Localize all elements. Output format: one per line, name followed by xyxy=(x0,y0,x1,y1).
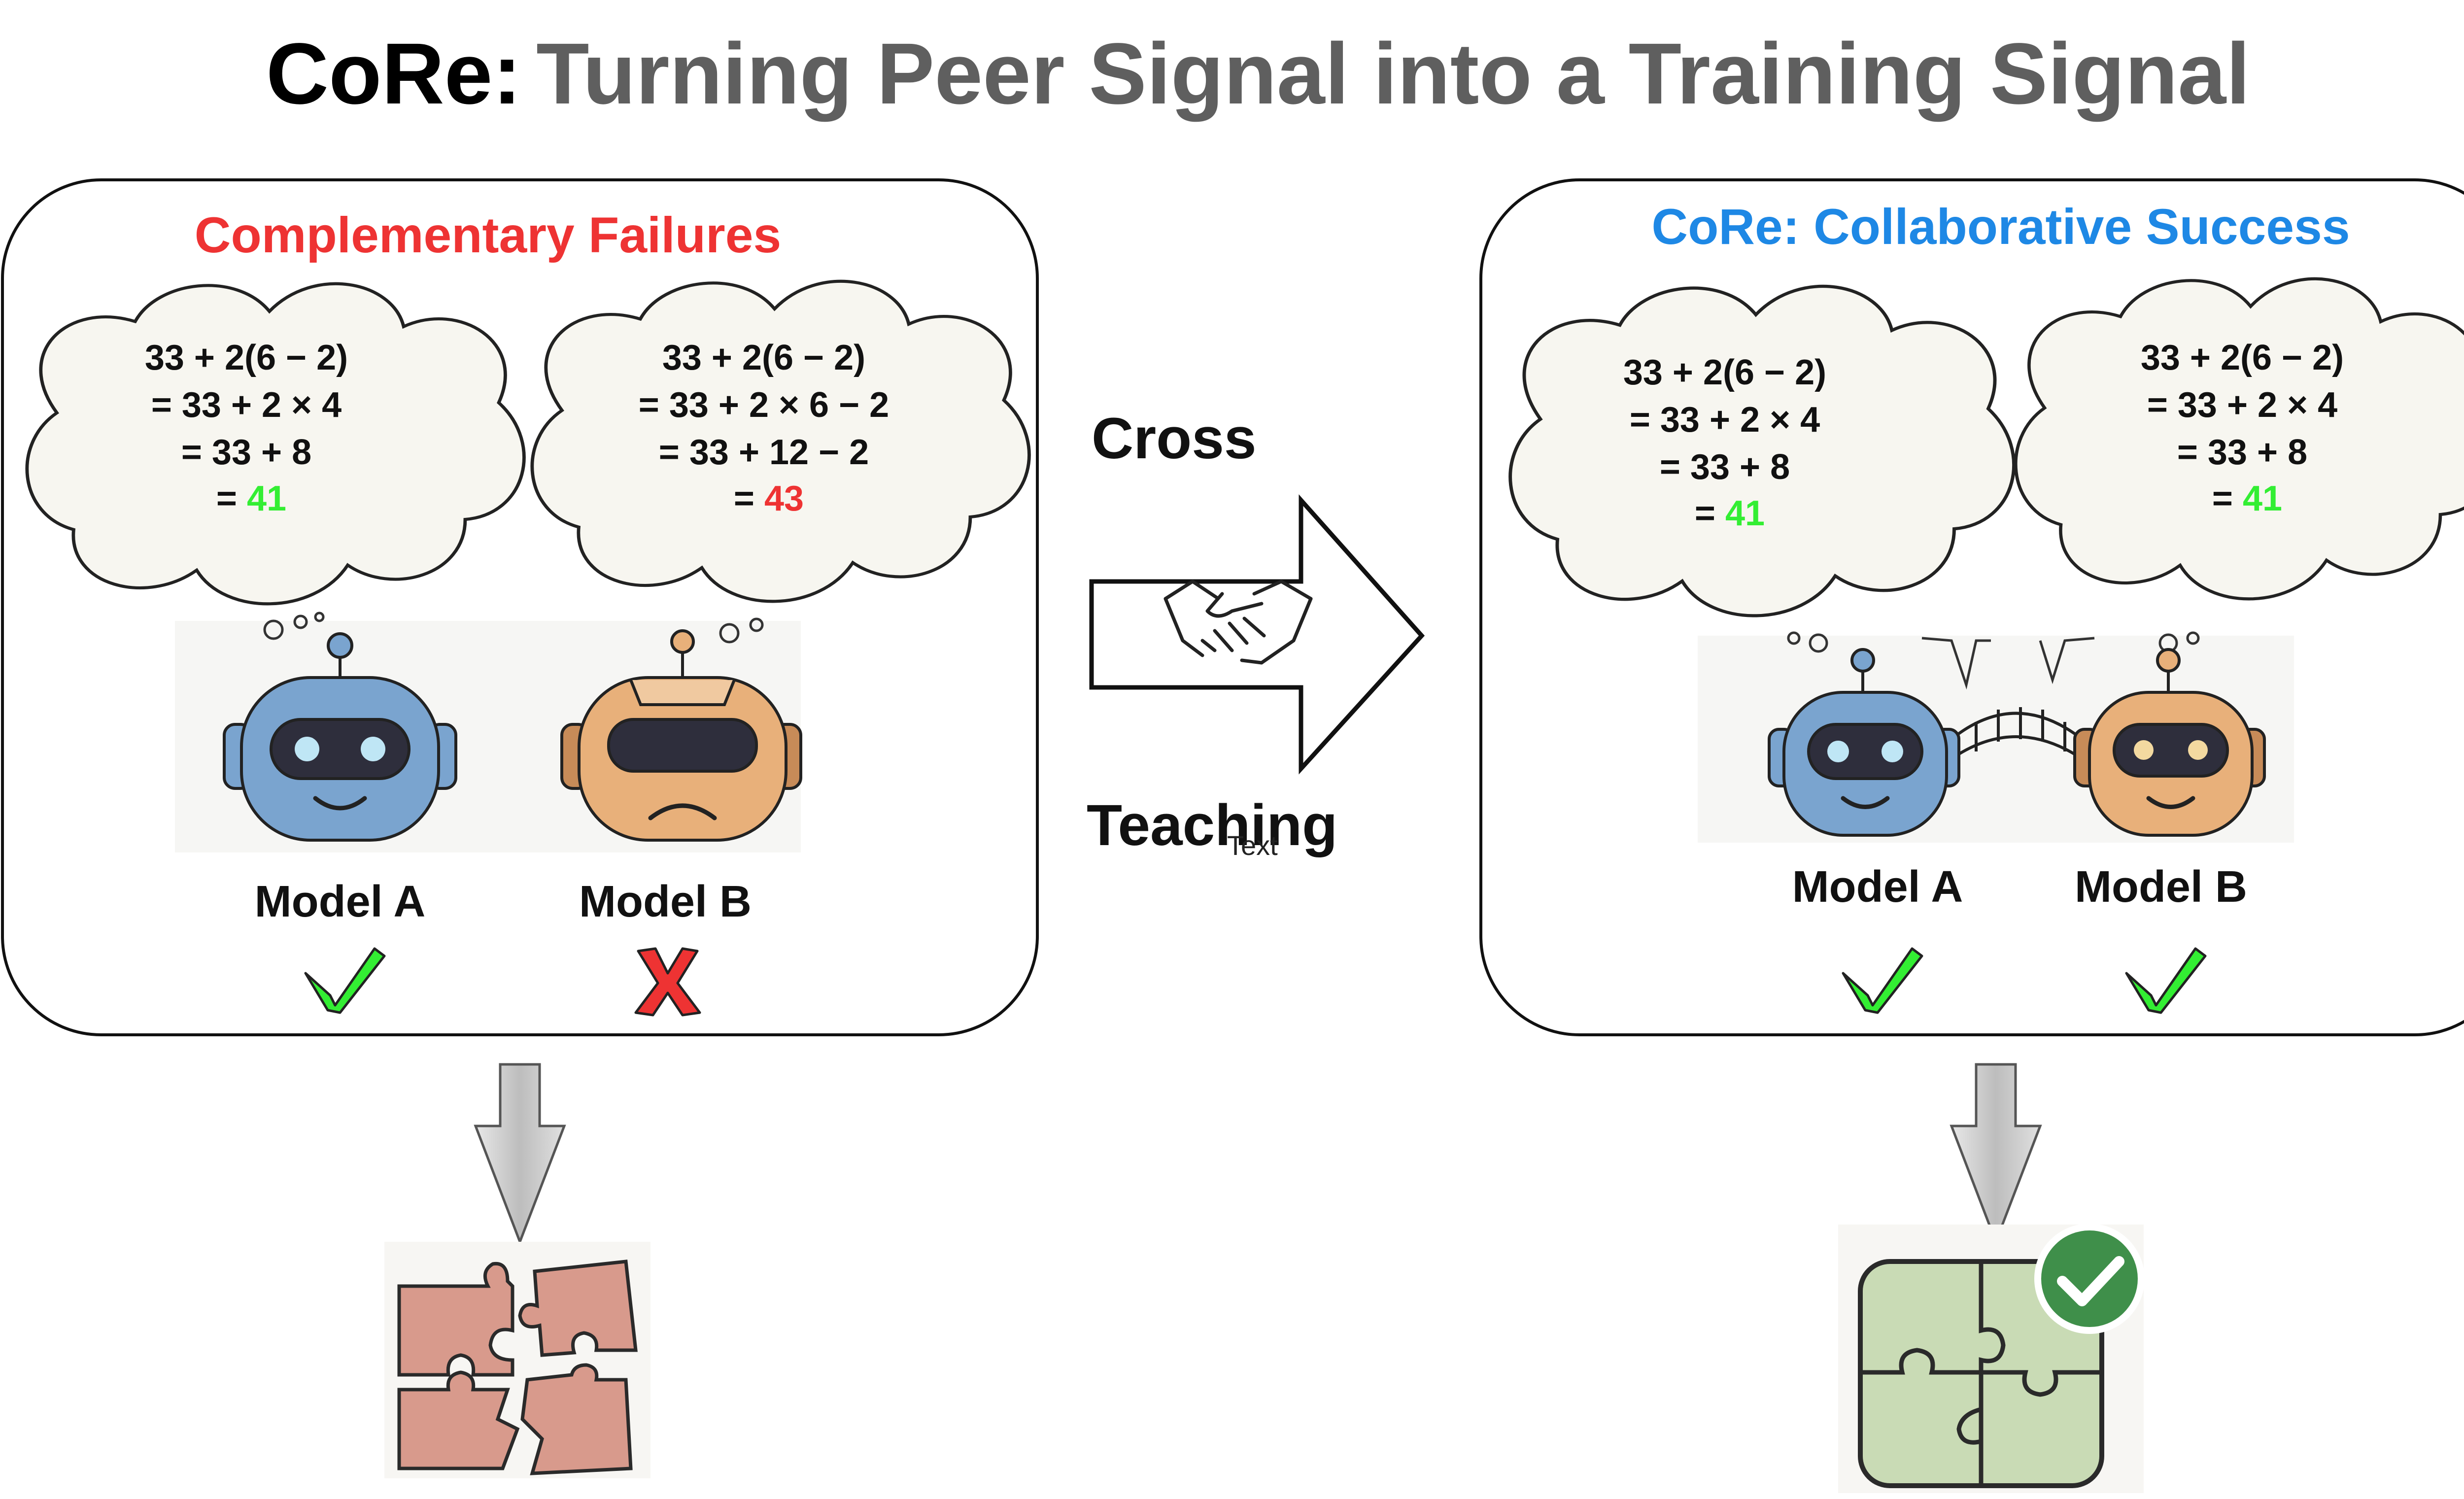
right-model-b-label: Model B xyxy=(2075,862,2247,912)
cloud-b-line: = 33 + 2 × 4 xyxy=(2147,385,2337,425)
left-model-a-label: Model A xyxy=(255,877,426,926)
check-icon xyxy=(304,947,386,1014)
badge-check-icon xyxy=(2034,1224,2145,1334)
thought-cloud-b: 33 + 2(6 − 2) = 33 + 2 × 4 = 33 + 8 = 41 xyxy=(2016,279,2464,599)
cloud-a-line: = 33 + 2 × 4 xyxy=(151,385,342,425)
cloud-a-answer-prefix: = xyxy=(1695,494,1725,533)
left-down-arrow xyxy=(474,1063,566,1245)
svg-text:33 + 2(6 − 2) = 33 + 2: 33 + 2(6 − 2) = 33 + 2 × 4 = 33 + 8 = 41 xyxy=(1623,353,1836,533)
cross-label: Cross xyxy=(1092,406,1256,471)
check-icon xyxy=(1842,947,1923,1014)
title-prefix: CoRe: xyxy=(266,26,521,122)
right-down-arrow xyxy=(1950,1063,2042,1245)
cloud-a-line: = 33 + 8 xyxy=(181,433,311,472)
page-title: CoRe:Turning Peer Signal into a Training… xyxy=(266,26,2250,122)
cloud-b-answer: 41 xyxy=(2243,479,2282,518)
cross-teaching-arrow: Cross Teaching Text xyxy=(1087,406,1425,861)
cloud-a-answer: 41 xyxy=(247,479,286,518)
right-panel-heading: CoRe: Collaborative Success xyxy=(1651,199,2350,255)
svg-text:33 + 2(6 − 2) = 33 + 2: 33 + 2(6 − 2) = 33 + 2 × 4 = 33 + 8 = 41 xyxy=(145,338,358,518)
cross-icon xyxy=(634,947,701,1017)
svg-text:33 + 2(6 − 2) = 33 + 2: 33 + 2(6 − 2) = 33 + 2 × 4 = 33 + 8 = 41 xyxy=(2141,338,2354,518)
speech-lines-icon xyxy=(1787,631,2200,690)
cloud-b-line: = 33 + 2 × 6 − 2 xyxy=(639,385,889,425)
bridge-icon xyxy=(1951,707,2083,760)
cloud-a-answer: 41 xyxy=(1725,494,1765,533)
overlay-label: Text xyxy=(1227,830,1278,861)
broken-puzzle-icon xyxy=(384,1242,650,1478)
robot-a-icon xyxy=(223,632,457,842)
cloud-b-answer: 43 xyxy=(764,479,804,518)
title-main: Turning Peer Signal into a Training Sign… xyxy=(536,26,2250,122)
thought-bubbles-icon xyxy=(263,612,764,644)
teaching-label: Teaching xyxy=(1087,793,1337,858)
cloud-b-answer-prefix: = xyxy=(2212,479,2243,518)
cloud-b-line: = 33 + 12 − 2 xyxy=(659,433,869,472)
cloud-a-line: 33 + 2(6 − 2) xyxy=(1623,353,1826,392)
cloud-a-line: = 33 + 2 × 4 xyxy=(1630,400,1820,440)
thought-cloud-b: 33 + 2(6 − 2) = 33 + 2 × 6 − 2 = 33 + 12… xyxy=(532,281,1029,602)
right-model-a-label: Model A xyxy=(1792,862,1963,912)
check-icon xyxy=(2125,947,2207,1014)
cloud-a-answer-prefix: = xyxy=(216,479,247,518)
cloud-b-line: 33 + 2(6 − 2) xyxy=(2141,338,2344,377)
robot-b-icon xyxy=(560,629,802,842)
left-model-b-label: Model B xyxy=(579,877,752,926)
right-panel: CoRe: Collaborative Success 33 + 2(6 − 2… xyxy=(1479,178,2464,1036)
thought-cloud-a: 33 + 2(6 − 2) = 33 + 2 × 4 = 33 + 8 = 41 xyxy=(27,284,524,604)
svg-text:33 + 2(6 − 2) = 33 + 2: 33 + 2(6 − 2) = 33 + 2 × 6 − 2 = 33 + 12… xyxy=(639,338,899,518)
cloud-b-line: 33 + 2(6 − 2) xyxy=(662,338,865,377)
handshake-icon xyxy=(1164,579,1313,665)
right-arrow-shape xyxy=(1089,494,1425,775)
left-panel-heading: Complementary Failures xyxy=(195,207,781,263)
cloud-b-line: = 33 + 8 xyxy=(2177,433,2307,472)
cloud-b-answer-prefix: = xyxy=(734,479,764,518)
robot-b-icon xyxy=(2073,648,2266,837)
cloud-a-line: = 33 + 8 xyxy=(1660,447,1790,487)
thought-cloud-a: 33 + 2(6 − 2) = 33 + 2 × 4 = 33 + 8 = 41 xyxy=(1510,286,2014,615)
complete-puzzle-icon xyxy=(1838,1224,2145,1493)
robot-a-icon xyxy=(1768,648,1960,837)
left-panel: Complementary Failures 33 + 2(6 − 2) = 3… xyxy=(1,178,1039,1036)
cloud-a-line: 33 + 2(6 − 2) xyxy=(145,338,348,377)
